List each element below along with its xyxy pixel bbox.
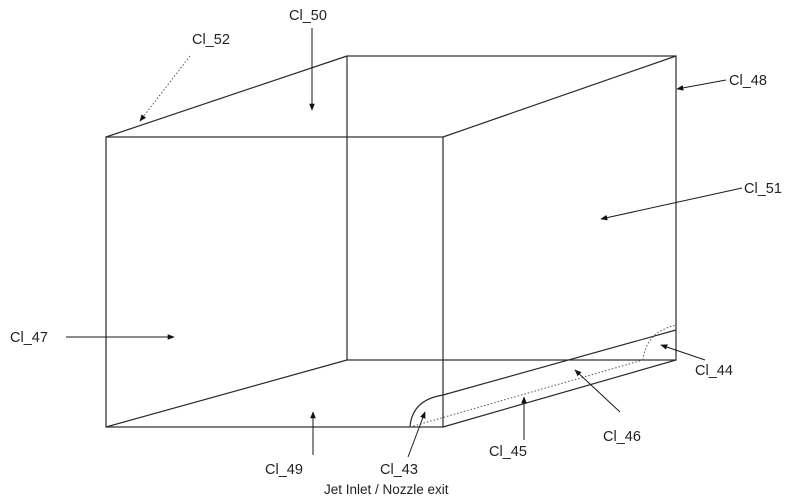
- label-cl-50: Cl_50: [289, 8, 327, 24]
- label-cl-43: Cl_43: [380, 462, 418, 478]
- arrow-cl-48: [676, 79, 727, 91]
- label-cl-52: Cl_52: [192, 32, 230, 48]
- label-cl-49: Cl_49: [265, 462, 303, 478]
- cuboid-edges: [105, 55, 677, 428]
- label-cl-45: Cl_45: [489, 444, 527, 460]
- leader-arrows: [66, 28, 743, 458]
- arrow-cl-51: [600, 187, 743, 221]
- edge-bottom-right: [442, 359, 677, 428]
- nozzle-arc-back: [642, 324, 677, 361]
- arrow-cl-44: [660, 344, 706, 361]
- label-cl-48: Cl_48: [729, 73, 767, 89]
- nozzle-caption: Jet Inlet / Nozzle exit: [324, 482, 449, 497]
- edge-top-left: [105, 55, 348, 138]
- edge-bottom-left: [105, 359, 348, 428]
- label-cl-46: Cl_46: [603, 429, 641, 445]
- nozzle-top-edge: [442, 329, 677, 396]
- back-face: [346, 55, 677, 361]
- arrow-cl-46: [574, 369, 621, 413]
- label-cl-44: Cl_44: [695, 363, 733, 379]
- nozzle-geometry: [409, 324, 677, 428]
- nozzle-arc-front: [409, 394, 444, 428]
- label-cl-47: Cl_47: [10, 330, 48, 346]
- nozzle-axis-dotted: [409, 359, 644, 428]
- front-face: [105, 136, 444, 428]
- arrow-cl-43: [407, 411, 426, 458]
- boundary-labels: Cl_52 Cl_50 Cl_48 Cl_51 Cl_47 Cl_44 Cl_4…: [10, 8, 782, 497]
- edge-top-right: [442, 55, 677, 138]
- label-cl-51: Cl_51: [744, 181, 782, 197]
